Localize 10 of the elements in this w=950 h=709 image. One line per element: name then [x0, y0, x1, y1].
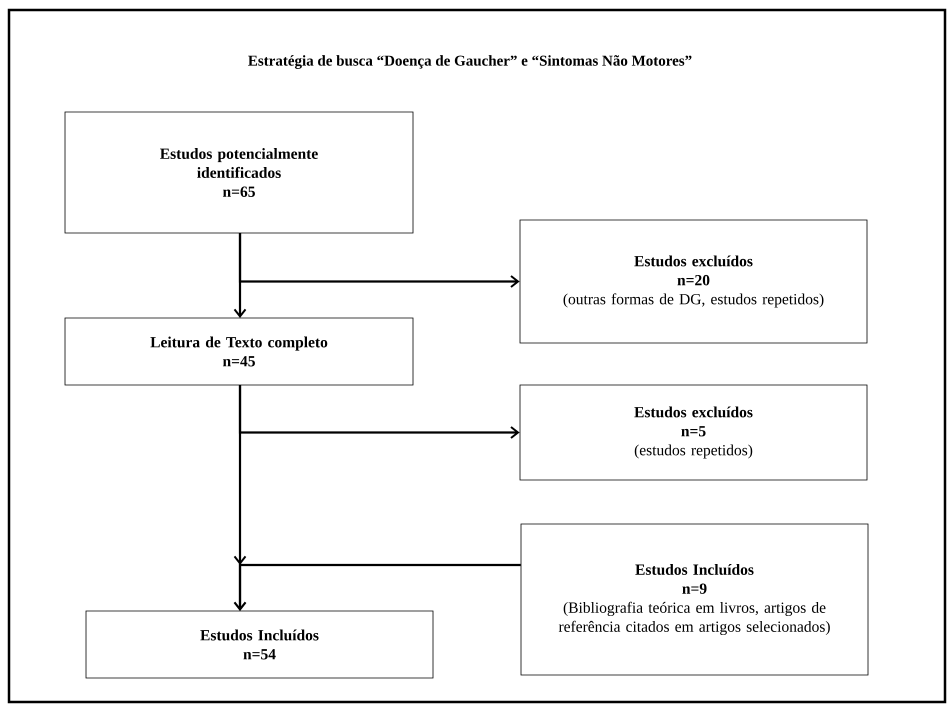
process-box: Estudos potencialmente identificados n=65: [64, 112, 414, 234]
title: Estratégia de busca “Doença de Gaucher” e “Sintomas Não Motores”: [248, 55, 692, 69]
process-box: Leitura de Texto completo n=45: [64, 318, 414, 386]
arrow: [238, 233, 520, 288]
process-box: Estudos Incluídos n=54: [86, 610, 434, 678]
process-box: Estudos excluídos n=20 (outras formas de DG, estudos repetidos): [520, 220, 868, 344]
process-box: Estudos Incluídos n=9 (Bibliografia teórica em livros, artigos de referência citados em artigos selecionados): [520, 524, 868, 676]
arrow: [234, 556, 521, 611]
arrow: [238, 385, 520, 439]
process-box: Estudos excluídos n=5 (estudos repetidos): [520, 384, 868, 480]
